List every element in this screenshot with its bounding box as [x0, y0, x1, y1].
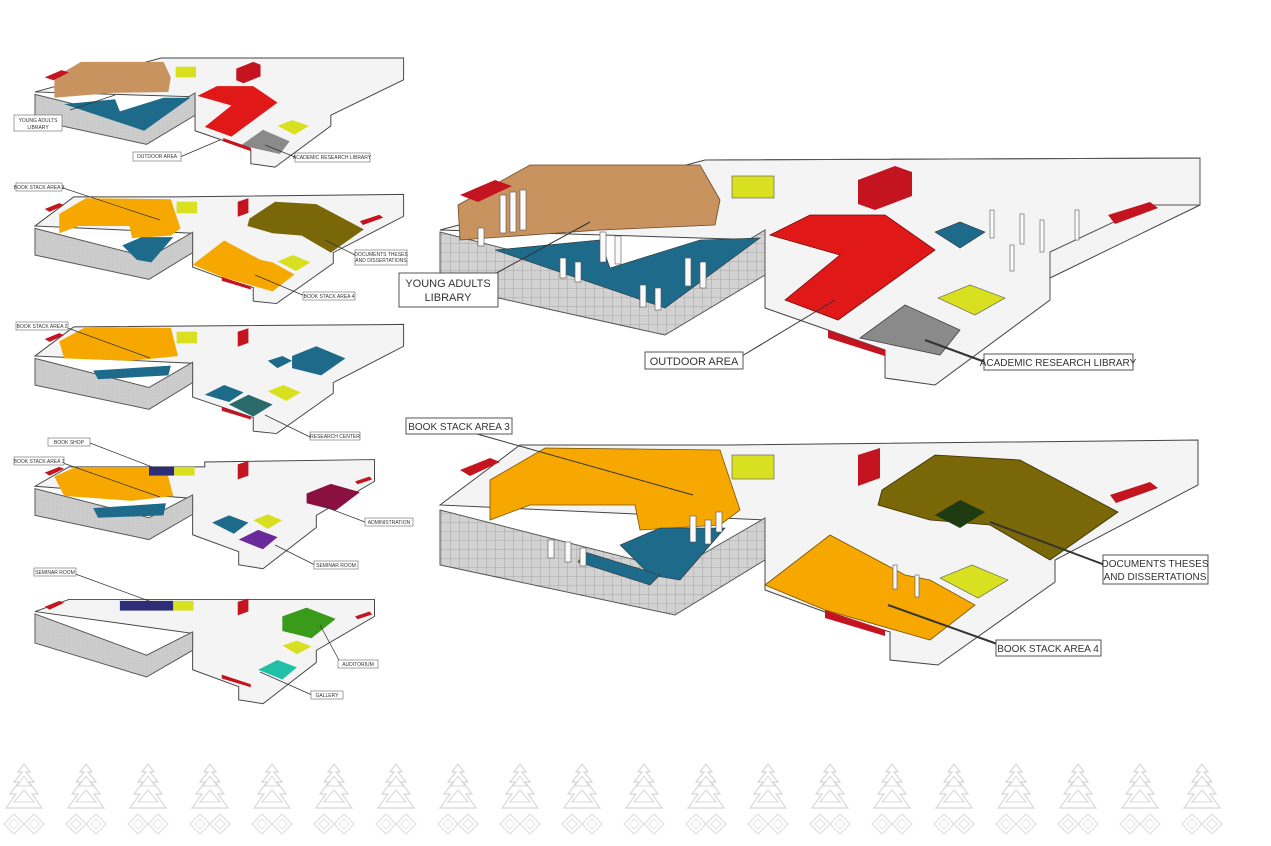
plan2-yellow-right	[939, 564, 1009, 599]
label-young-adults-line2: LIBRARY	[425, 292, 473, 304]
outdoor-area-red	[768, 214, 936, 321]
leader-book-stack-4	[887, 604, 1001, 646]
documents-dark-green	[935, 500, 985, 528]
plan2-red-right	[1110, 482, 1158, 503]
small-label-young-adults-1: YOUNG ADULTS	[19, 118, 58, 124]
leader-young-adults	[479, 221, 591, 283]
label-outdoor-area: OUTDOOR AREA	[644, 351, 744, 370]
small-label-book-stack-4: BOOK STACK AREA 4	[304, 294, 355, 300]
plan2-red-left	[460, 458, 500, 476]
small-labels: YOUNG ADULTS LIBRARY OUTDOOR AREA ACADEM…	[14, 114, 414, 700]
small-plan-3	[33, 323, 405, 435]
red-block-left	[460, 180, 512, 202]
small-plan-2	[33, 193, 405, 305]
label-book-stack-4-text: BOOK STACK AREA 4	[997, 644, 1099, 655]
label-young-adults-line1: YOUNG ADULTS	[405, 278, 490, 290]
label-book-stack-4: BOOK STACK AREA 4	[995, 639, 1102, 657]
small-label-book-stack-1: BOOK STACK AREA 1	[14, 459, 65, 465]
plan2-columns	[547, 511, 920, 598]
small-label-academic: ACADEMIC RESEARCH LIBRARY	[293, 155, 372, 161]
label-documents-line1: DOCUMENTS THESES	[1101, 559, 1208, 570]
small-label-documents-1: DOCUMENTS THESES	[354, 252, 408, 258]
leader-outdoor	[741, 299, 836, 357]
label-academic-research-text: ACADEMIC RESEARCH LIBRARY	[980, 358, 1137, 369]
plan2-blue-area	[619, 527, 726, 581]
leader-documents	[989, 521, 1106, 566]
small-label-seminar-1: SEMINAR ROOM	[316, 563, 356, 569]
yellow-room-top	[731, 175, 775, 199]
label-book-stack-3: BOOK STACK AREA 3	[405, 417, 513, 435]
red-block-mid	[858, 166, 912, 210]
small-label-young-adults-2: LIBRARY	[27, 125, 49, 131]
leader-academic	[924, 339, 986, 363]
ornament-border	[3, 763, 1223, 835]
label-documents-line2: AND DISSERTATIONS	[1104, 572, 1207, 583]
small-label-administration: ADMINISTRATION	[368, 520, 411, 526]
small-plan-4	[33, 459, 375, 570]
label-academic-research: ACADEMIC RESEARCH LIBRARY	[980, 353, 1137, 371]
plan-bottom-large	[438, 431, 1199, 666]
label-outdoor-area-text: OUTDOOR AREA	[650, 356, 739, 368]
plan2-red-mid	[858, 448, 880, 486]
label-young-adults: YOUNG ADULTS LIBRARY	[398, 272, 499, 308]
small-label-research-center: RESEARCH CENTER	[310, 434, 360, 440]
book-stack-area-3-orange	[489, 447, 741, 531]
small-leaders	[59, 94, 366, 696]
plan1-columns	[477, 189, 1080, 311]
leader-book-stack-3	[469, 431, 694, 496]
small-label-book-stack-2: BOOK STACK AREA 2	[17, 324, 68, 330]
label-book-stack-3-text: BOOK STACK AREA 3	[408, 422, 510, 433]
small-label-book-shop: BOOK SHOP	[54, 440, 85, 446]
small-plan-1	[34, 57, 405, 168]
documents-olive-area	[877, 454, 1119, 561]
small-label-seminar-2: SEMINAR ROOM	[35, 570, 75, 576]
blue-small-room	[934, 221, 986, 249]
small-plan-5	[34, 598, 375, 705]
plan2-red-bottom	[825, 610, 885, 636]
plan-top-large	[439, 157, 1201, 386]
red-block-bottom	[828, 330, 885, 356]
small-label-outdoor: OUTDOOR AREA	[137, 154, 178, 160]
academic-research-grey	[859, 304, 961, 356]
small-label-auditorium: AUDITORIUM	[342, 662, 374, 668]
book-stack-area-4-orange	[764, 534, 976, 641]
plan2-yellow-top	[731, 454, 775, 480]
yellow-room-right	[937, 284, 1006, 316]
small-label-book-stack-3: BOOK STACK AREA 3	[14, 185, 65, 191]
plan1-right-wall	[704, 157, 1201, 300]
small-label-documents-2: AND DISSERTATIONS	[355, 258, 407, 264]
red-block-right	[1108, 202, 1158, 224]
small-label-gallery: GALLERY	[316, 693, 340, 699]
label-documents: DOCUMENTS THESES AND DISSERTATIONS	[1101, 554, 1209, 585]
